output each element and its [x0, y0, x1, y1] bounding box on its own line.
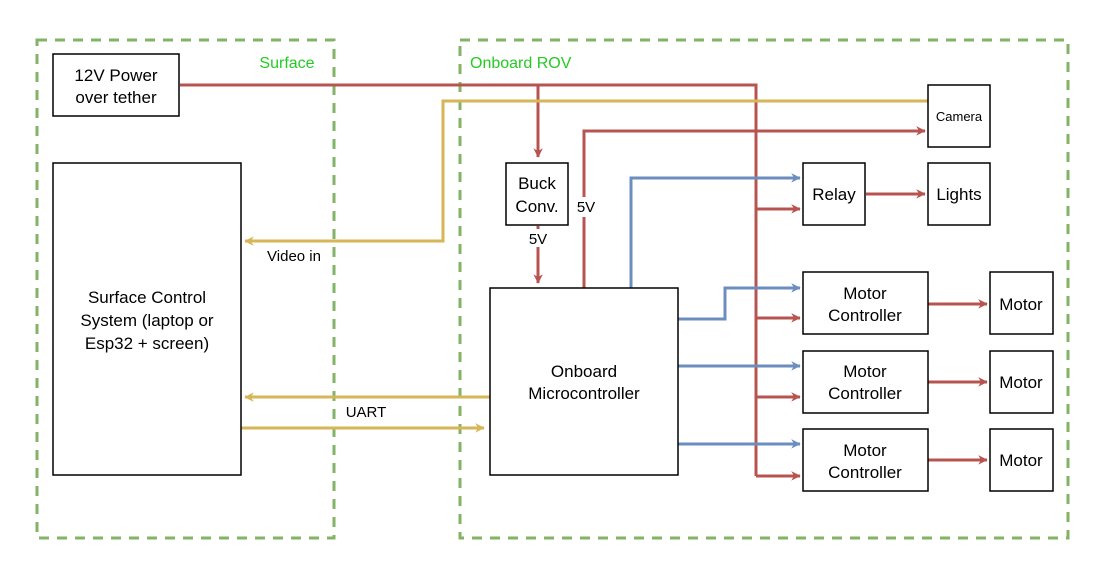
- node-microcontroller[interactable]: Onboard Microcontroller: [489, 287, 679, 476]
- node-camera[interactable]: Camera: [927, 84, 991, 148]
- uart-label: UART: [346, 404, 387, 421]
- buck-label-line1: Buck: [518, 174, 556, 193]
- mc2-label-line2: Controller: [828, 384, 902, 403]
- surface-zone: [35, 38, 336, 540]
- mcu-5v-label: 5V: [577, 199, 595, 216]
- wire-mcu-to-camera: [582, 126, 926, 288]
- motor3-label: Motor: [999, 451, 1043, 470]
- wire-mcu-to-relay: [629, 173, 801, 288]
- edge-video-in-label: Video in: [267, 248, 321, 265]
- node-motor-controller-1[interactable]: Motor Controller: [802, 271, 929, 335]
- buck-5v-label: 5V: [529, 231, 547, 248]
- wire-mcu-to-mc1: [678, 283, 801, 321]
- mcu-label-line1: Onboard: [551, 362, 617, 381]
- node-surface-control[interactable]: Surface Control System (laptop or Esp32 …: [52, 162, 242, 476]
- edge-uart-label: UART: [346, 404, 387, 421]
- lights-label: Lights: [936, 185, 981, 204]
- surface-control-label-line3: Esp32 + screen): [85, 334, 209, 353]
- wire-camera-video-in: [244, 99, 928, 246]
- surface-zone-label: Surface: [259, 55, 314, 72]
- mc1-label-line1: Motor: [843, 284, 887, 303]
- motor1-label: Motor: [999, 295, 1043, 314]
- edge-mcu-5v-label: 5V: [574, 197, 596, 217]
- node-motor-controller-2[interactable]: Motor Controller: [802, 350, 929, 414]
- onboard-zone: [458, 38, 1070, 540]
- mc1-label-line2: Controller: [828, 306, 902, 325]
- node-buck-converter[interactable]: Buck Conv.: [505, 162, 569, 226]
- mc2-label-line1: Motor: [843, 362, 887, 381]
- mc3-label-line1: Motor: [843, 441, 887, 460]
- node-motor-1[interactable]: Motor: [989, 271, 1054, 335]
- power-label-line1: 12V Power: [74, 66, 157, 85]
- node-motor-controller-3[interactable]: Motor Controller: [802, 428, 929, 492]
- node-relay[interactable]: Relay: [802, 162, 866, 226]
- power-wires: [180, 83, 988, 481]
- node-motor-2[interactable]: Motor: [989, 350, 1054, 414]
- mc3-label-line2: Controller: [828, 463, 902, 482]
- node-power[interactable]: 12V Power over tether: [52, 53, 180, 117]
- data-wires: [241, 99, 928, 433]
- mcu-label-line2: Microcontroller: [528, 384, 640, 403]
- surface-control-label-line1: Surface Control: [88, 288, 206, 307]
- edge-buck-5v-label: 5V: [526, 229, 550, 248]
- power-bus-12v: [180, 83, 758, 476]
- motor2-label: Motor: [999, 373, 1043, 392]
- signal-wires: [629, 173, 801, 449]
- relay-label: Relay: [812, 185, 856, 204]
- node-motor-3[interactable]: Motor: [989, 428, 1054, 492]
- buck-label-line2: Conv.: [515, 197, 558, 216]
- power-label-line2: over tether: [75, 88, 157, 107]
- camera-label: Camera: [936, 109, 983, 124]
- surface-control-label-line2: System (laptop or: [80, 311, 214, 330]
- video-in-label: Video in: [267, 248, 321, 265]
- onboard-zone-label: Onboard ROV: [470, 55, 572, 72]
- node-lights[interactable]: Lights: [927, 162, 991, 226]
